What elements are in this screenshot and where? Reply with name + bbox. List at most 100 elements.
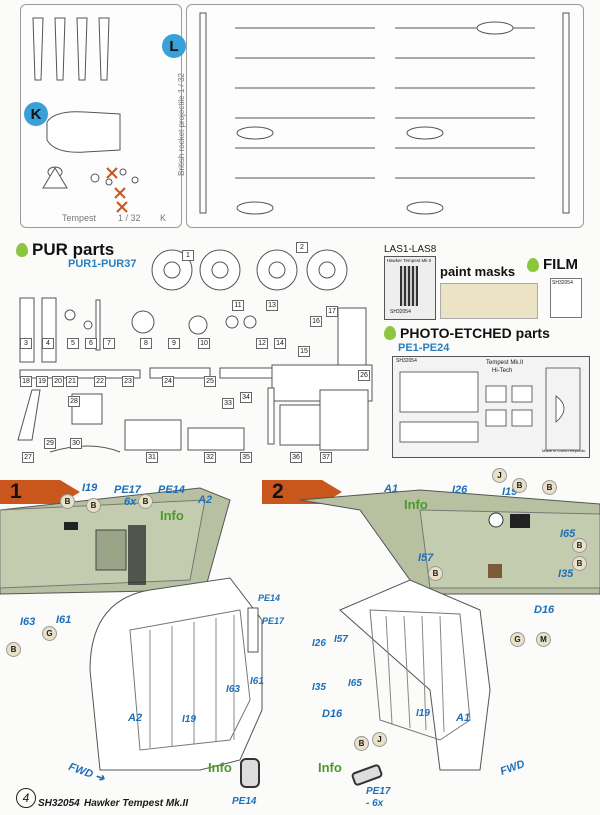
sprue-l-vertical-text: British rocket projectile 1 / 32 (176, 73, 186, 176)
pur-num-29: 29 (44, 438, 56, 449)
pur-num-26: 26 (358, 370, 370, 381)
pur-num-14: 14 (274, 338, 286, 349)
pur-num-7: 7 (103, 338, 115, 349)
pur-title: PUR parts (32, 240, 115, 259)
pur-num-30: 30 (70, 438, 82, 449)
step-2-info-label: Info (404, 497, 428, 512)
pe-fret-drawing (399, 367, 581, 451)
pe-range: PE1-PE24 (398, 342, 450, 354)
sprue-l-frame (186, 4, 584, 228)
pur-num-6: 6 (85, 338, 97, 349)
footer-title: Hawker Tempest Mk.II (84, 798, 189, 809)
pur-range: PUR1-PUR37 (68, 258, 137, 270)
pur-num-21: 21 (66, 376, 78, 387)
pur-num-5: 5 (67, 338, 79, 349)
step-1-callout-i19-lower: I19 (182, 714, 196, 725)
step-1-info-bottom: Info (208, 760, 232, 775)
pur-parts-drawing (17, 249, 373, 453)
pe-fret-title: Tempest Mk.II (486, 360, 524, 366)
step-1-drawing (0, 487, 263, 771)
step-2-callout-i19-lower: I19 (416, 708, 430, 719)
step-2-drawing (299, 489, 600, 771)
masks-sheet (440, 283, 538, 319)
step-1-info-label: Info (160, 508, 184, 523)
step-2-callout-d16: D16 (534, 604, 555, 616)
pe-heading: PHOTO-ETCHED parts (384, 325, 550, 341)
masks-title: paint masks (440, 264, 515, 279)
pur-num-37: 37 (320, 452, 332, 463)
masks-title-text: paint masks (440, 264, 516, 279)
step-2-callout-a1: A1 (384, 483, 399, 495)
step-1-paint-b-1: B (60, 494, 75, 509)
film-code: SH32054 (552, 280, 573, 286)
step-1-callout-pe14: PE14 (158, 484, 185, 496)
pe-drop-icon (384, 326, 396, 340)
sprue-k-parts (25, 10, 175, 225)
pur-num-1: 1 (182, 250, 194, 261)
film-drop-icon (527, 257, 539, 272)
step-1-info-part-icon (240, 758, 260, 788)
pur-num-13: 13 (266, 300, 278, 311)
pur-num-36: 36 (290, 452, 302, 463)
sprue-k-drawing (32, 17, 139, 213)
step-2-callout-a1-lower: A1 (456, 712, 471, 724)
pur-num-12: 12 (256, 338, 268, 349)
sprue-l-parts (195, 8, 575, 225)
pur-num-18: 18 (20, 376, 32, 387)
step-2-info-bottom: Info (318, 760, 342, 775)
pe-fret-made-in: Made in Czech Republic (542, 448, 586, 453)
pur-num-24: 24 (162, 376, 174, 387)
pur-num-23: 23 (122, 376, 134, 387)
pur-num-16: 16 (310, 316, 322, 327)
step-2-info-mult: - 6x (366, 798, 384, 809)
step-2-paint-b-6: B (354, 736, 369, 751)
pe-fret-sub: Hi-Tech (492, 368, 513, 374)
pur-num-15: 15 (298, 346, 310, 357)
step-1-paint-b-2: B (86, 498, 101, 513)
step-2-paint-j-2: J (372, 732, 387, 747)
film-sheet (550, 278, 582, 318)
footer-code: SH32054 (38, 798, 80, 809)
step-1-callout-i61-lower: I61 (250, 676, 264, 687)
step-2-paint-g: G (510, 632, 525, 647)
step-1-callout-a2: A2 (198, 494, 213, 506)
film-title: FILM (543, 256, 578, 273)
pe-title: PHOTO-ETCHED parts (400, 325, 550, 341)
step-1-paint-g: G (42, 626, 57, 641)
sprue-k-label: Tempest (62, 213, 97, 223)
step-1-callout-6x: 6x (124, 496, 137, 508)
sprue-k-badge: K (24, 102, 48, 126)
step-1-callout-pe17: PE17 (114, 484, 141, 496)
pur-num-4: 4 (42, 338, 54, 349)
step-1-callout-i19: I19 (82, 482, 98, 494)
pur-num-11: 11 (232, 300, 244, 311)
film-heading: FILM (527, 256, 578, 273)
step-2-callout-i35-lower: I35 (312, 682, 326, 693)
step-2-paint-b-4: B (572, 538, 587, 553)
sprue-l-drawing (199, 12, 570, 215)
pur-num-22: 22 (94, 376, 106, 387)
step-2-callout-i26-lower: I26 (312, 638, 326, 649)
step-1-paint-b-4: B (6, 642, 21, 657)
pur-parts-area (10, 240, 380, 470)
page-number: 4 (22, 791, 30, 805)
step-2-callout-d16-lower: D16 (322, 708, 343, 720)
step-2-callout-i65-lower: I65 (348, 678, 362, 689)
step-2-paint-m: M (536, 632, 551, 647)
step-2-callout-i35: I35 (558, 568, 574, 580)
step-2-info-part: PE17 (366, 786, 391, 797)
step-1-cockpit-view (0, 470, 290, 815)
pur-num-33: 33 (222, 398, 234, 409)
step-1-callout-pe14-lower: PE14 (258, 593, 281, 603)
step-1-callout-a2-lower: A2 (128, 712, 143, 724)
pur-num-2: 2 (296, 242, 308, 253)
page-number-circle: 4 (16, 788, 36, 808)
masks-card-title: Hawker Tempest Mk.II (386, 258, 432, 263)
pur-num-10: 10 (198, 338, 210, 349)
sprue-k-corner: K (160, 213, 167, 223)
pur-num-25: 25 (204, 376, 216, 387)
pur-num-32: 32 (204, 452, 216, 463)
pur-num-8: 8 (140, 338, 152, 349)
sprue-k-scale: 1 / 32 (118, 213, 141, 223)
step-2-paint-b-2: B (542, 480, 557, 495)
